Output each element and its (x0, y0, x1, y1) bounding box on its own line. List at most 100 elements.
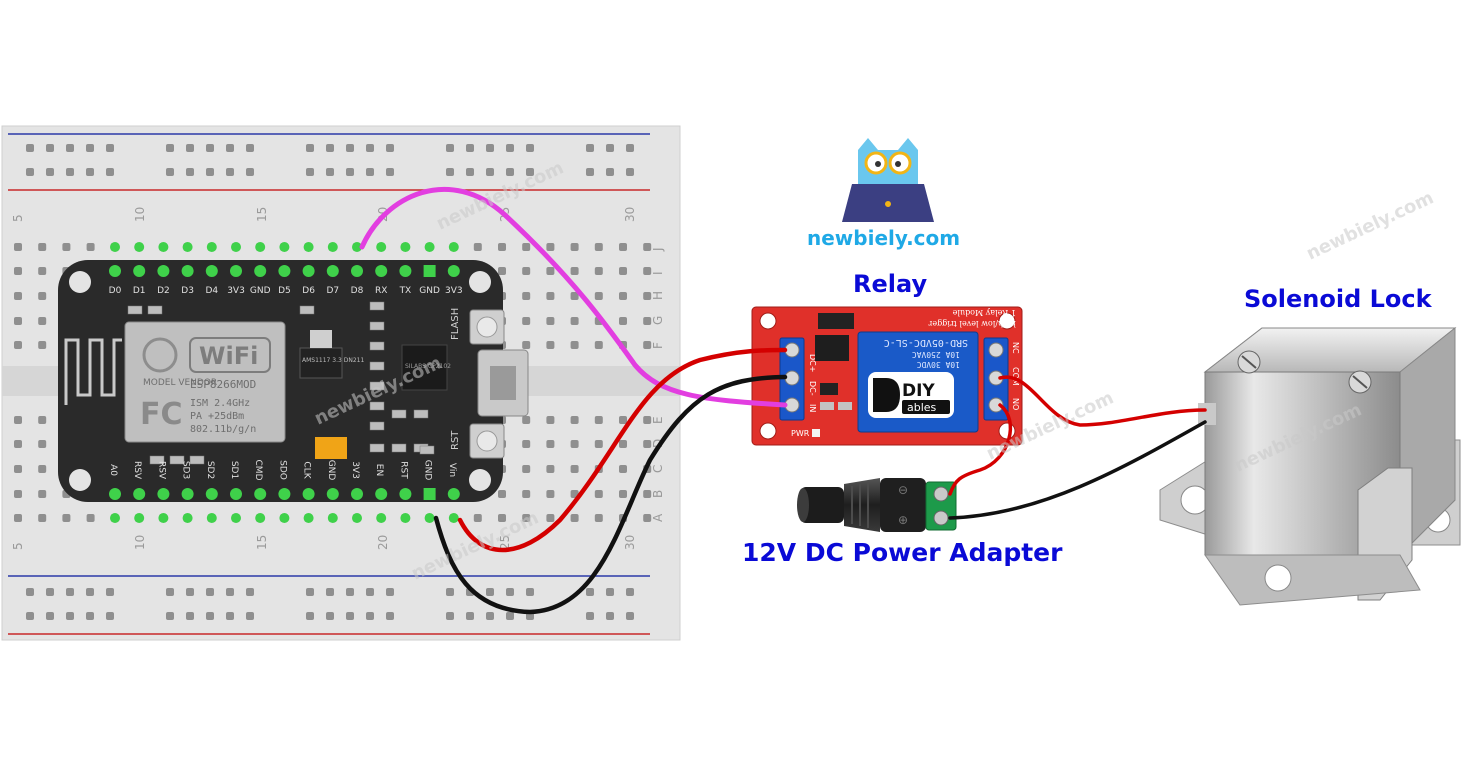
rail-hole (246, 144, 254, 152)
pin-label-top: D0 (109, 286, 122, 296)
occupied-hole (400, 242, 411, 252)
smd-resistor (820, 402, 834, 410)
rail-hole (106, 588, 114, 596)
breadboard-hole (522, 416, 531, 424)
rail-hole (246, 588, 254, 596)
breadboard-hole (643, 341, 652, 349)
rail-hole (66, 612, 74, 620)
wire-vcc-red (457, 347, 788, 553)
breadboard-hole (546, 267, 555, 275)
rail-hole (326, 612, 334, 620)
breadboard-hole (522, 514, 531, 522)
wifi-logo: WiFi (189, 337, 271, 373)
rail-hole (626, 144, 634, 152)
breadboard-hole (498, 267, 506, 275)
breadboard-hole (643, 490, 652, 498)
breadboard-hole (38, 514, 47, 522)
relay-mount-hole (759, 312, 777, 330)
rail-hole (506, 144, 514, 152)
rail-hole (486, 144, 494, 152)
breadboard-hole (522, 465, 531, 473)
vendor-text: MODEL VENDOR (143, 378, 217, 388)
relay-mount-hole (759, 422, 777, 440)
header-pin (133, 265, 146, 277)
occupied-hole (255, 513, 266, 523)
rail-hole (486, 588, 494, 596)
rail-hole (386, 588, 394, 596)
rail-hole (206, 168, 214, 176)
rail-hole (46, 144, 54, 152)
rail-hole (66, 144, 74, 152)
screw (933, 510, 949, 526)
relay-module: DC+ DC- IN PWR SRD-05VDC-SL-C 10A 250VAC… (751, 306, 1023, 446)
occupied-hole (327, 242, 338, 252)
breadboard-hole (14, 317, 22, 325)
breadboard-hole (594, 416, 603, 424)
breadboard-hole (570, 440, 579, 448)
breadboard-hole (594, 292, 603, 300)
pin-label-bottom: SD1 (229, 461, 239, 479)
rail-hole (226, 588, 234, 596)
wire-adapter-black (948, 420, 1207, 520)
occupied-hole (352, 242, 362, 252)
rail-hole (86, 612, 94, 620)
rail-hole (586, 588, 594, 596)
smd-resistor (838, 402, 852, 410)
header-pin (375, 265, 388, 277)
breadboard-hole (643, 243, 652, 251)
occupied-hole (134, 513, 145, 523)
screw (988, 397, 1004, 413)
usb-uart-chip (401, 344, 448, 391)
rail-hole (306, 168, 314, 176)
header-pin (447, 265, 460, 277)
breadboard-hole (38, 267, 47, 275)
wifi-antenna-icon (64, 338, 122, 405)
trigger-jumper (818, 313, 854, 329)
rail-hole (306, 588, 314, 596)
header-pin (278, 488, 291, 500)
flash-button-cap (476, 316, 498, 338)
rail-hole (446, 144, 454, 152)
adapter-grip-lines (851, 482, 869, 528)
pin-label-bottom: RSV (132, 461, 142, 480)
column-number: 5 (11, 214, 25, 222)
rail-hole (326, 144, 334, 152)
breadboard-hole (594, 267, 603, 275)
relay-pin-in: IN (808, 404, 817, 412)
relay-rating-text: 10A 250VAC (912, 350, 960, 359)
pin-label-top: D3 (181, 286, 194, 296)
smd-component (369, 341, 385, 351)
breadboard-hole (86, 514, 95, 522)
occupied-hole (206, 513, 217, 523)
rail-hole (506, 588, 514, 596)
rail-hole (226, 612, 234, 620)
optocoupler (815, 335, 849, 361)
breadboard-hole (38, 490, 47, 498)
breadboard-hole (619, 416, 627, 424)
rail-hole (326, 168, 334, 176)
module-text: ESP8266MOD (190, 378, 256, 391)
rail-hole (626, 588, 634, 596)
column-number: 10 (133, 535, 147, 550)
dc-power-adapter: ⊖ ⊕ (797, 478, 957, 532)
rail-hole (466, 144, 474, 152)
occupied-hole (448, 513, 459, 523)
smd-component (169, 455, 185, 465)
pwr-label: PWR (791, 429, 810, 438)
header-pin (109, 265, 121, 277)
rail-hole (246, 612, 254, 620)
row-letter: J (651, 247, 665, 252)
solenoid-lock (1159, 326, 1461, 606)
breadboard-hole (14, 292, 22, 300)
pin-label-bottom: 3V3 (350, 461, 360, 479)
column-number: 15 (255, 535, 269, 550)
occupied-hole (134, 242, 145, 252)
rail-hole (486, 612, 494, 620)
rail-hole (386, 144, 394, 152)
breadboard-hole (594, 243, 603, 251)
column-number: 5 (11, 542, 25, 550)
rail-hole (606, 612, 614, 620)
smd-component (369, 301, 385, 311)
rail-hole (86, 588, 94, 596)
